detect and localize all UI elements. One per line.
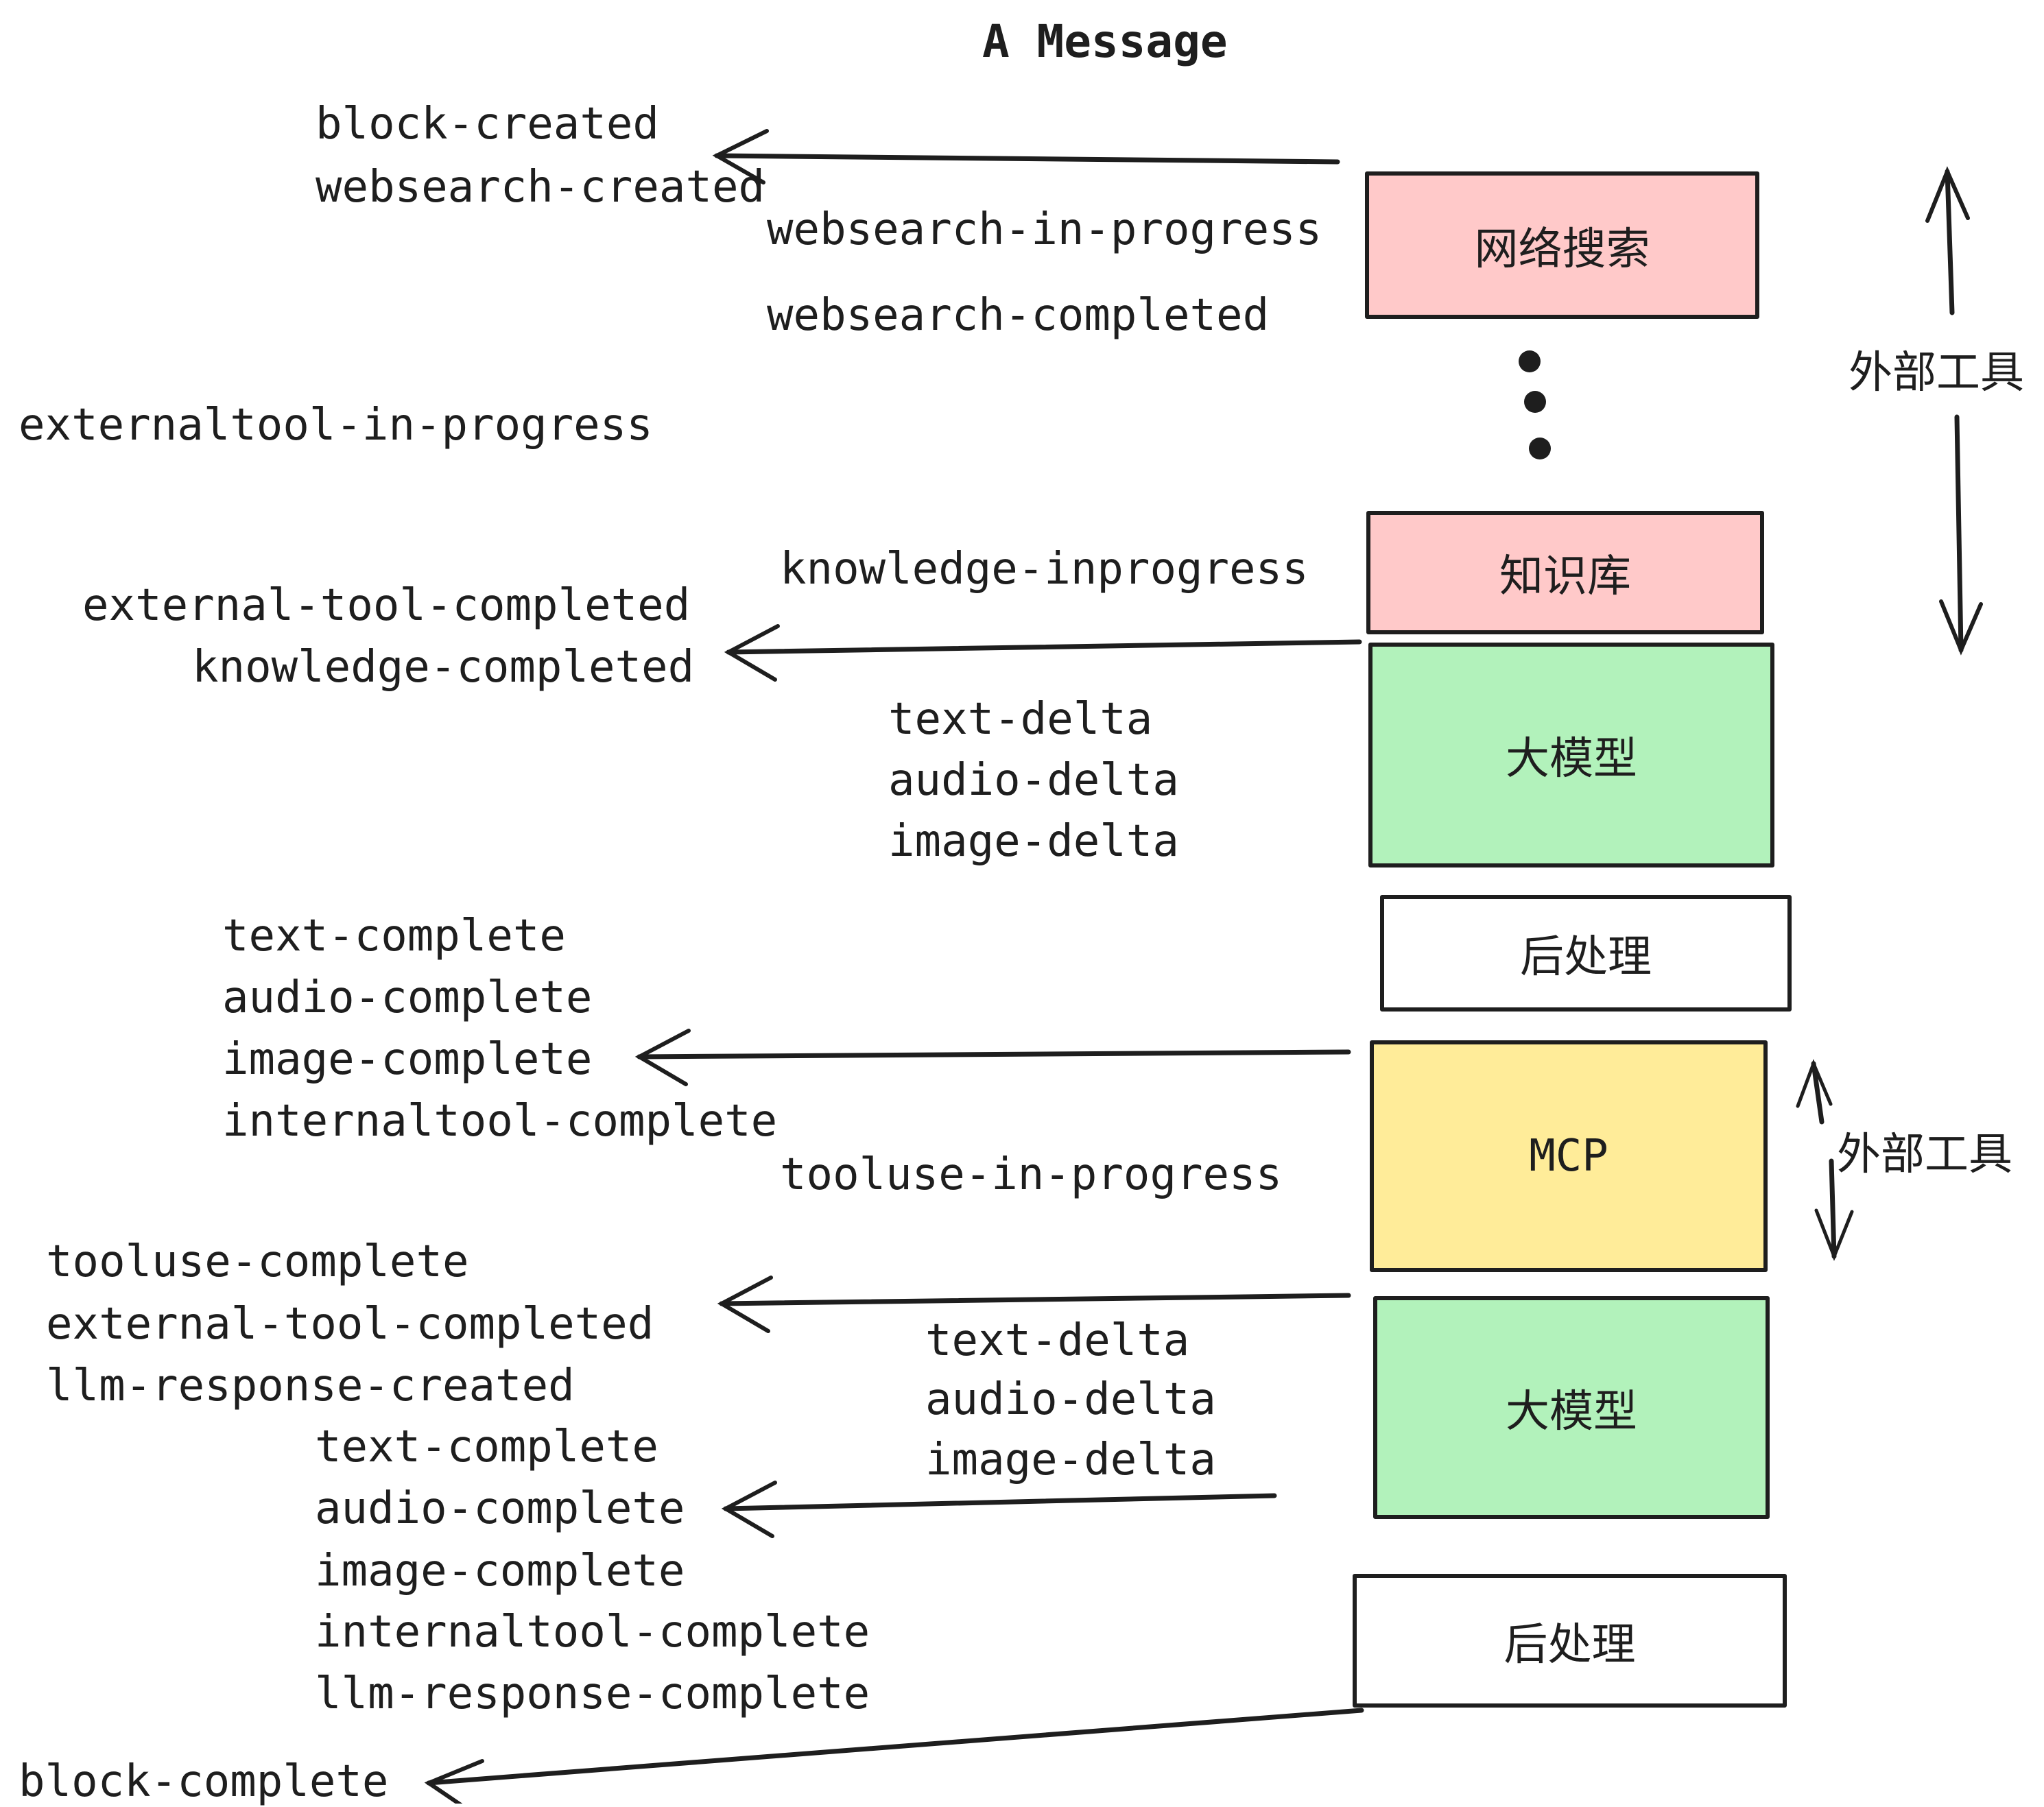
- box-llm-2-label: 大模型: [1506, 1386, 1637, 1437]
- box-mcp: MCP: [1370, 1040, 1768, 1272]
- external-tools-arrow-up-2: [1796, 1059, 1833, 1125]
- event-audio-delta-1: audio-delta: [888, 755, 1179, 806]
- event-knowledge-inprogress: knowledge-inprogress: [780, 544, 1309, 595]
- arrow-websearch-created: [712, 129, 1340, 184]
- event-audio-delta-2: audio-delta: [925, 1374, 1216, 1425]
- event-websearch-created: websearch-created: [316, 162, 765, 213]
- arrow-internal-complete-1: [634, 1029, 1351, 1086]
- box-postprocess-1-label: 后处理: [1520, 932, 1652, 983]
- external-tools-arrow-up-1: [1925, 166, 1970, 315]
- event-internaltool-complete-1: internaltool-complete: [222, 1096, 778, 1147]
- event-image-delta-2: image-delta: [925, 1435, 1216, 1485]
- box-postprocess-1: 后处理: [1380, 895, 1792, 1012]
- box-postprocess-2: 后处理: [1353, 1574, 1787, 1708]
- arrow-knowledge-completed: [724, 624, 1362, 682]
- event-text-complete-1: text-complete: [222, 911, 566, 961]
- arrow-internal-complete-2: [721, 1481, 1277, 1538]
- event-external-tool-completed-1: external-tool-completed: [82, 580, 691, 631]
- event-text-delta-2: text-delta: [925, 1315, 1190, 1366]
- event-websearch-in-progress: websearch-in-progress: [767, 204, 1322, 255]
- external-tools-label-mcp: 外部工具: [1837, 1129, 2012, 1180]
- external-tools-arrow-down-1: [1939, 414, 1983, 656]
- event-tooluse-complete: tooluse-complete: [46, 1236, 469, 1287]
- event-image-complete-1: image-complete: [222, 1034, 593, 1085]
- event-audio-complete-1: audio-complete: [222, 972, 593, 1023]
- event-tooluse-in-progress: tooluse-in-progress: [780, 1149, 1283, 1200]
- event-llm-response-created: llm-response-created: [46, 1361, 575, 1411]
- event-text-complete-2: text-complete: [315, 1422, 658, 1472]
- event-text-delta-1: text-delta: [888, 694, 1153, 745]
- box-mcp-label: MCP: [1529, 1131, 1608, 1182]
- external-tools-label-top: 外部工具: [1849, 348, 2024, 398]
- box-llm-1: 大模型: [1368, 643, 1774, 867]
- ellipsis-dots: [1519, 350, 1551, 459]
- event-knowledge-completed: knowledge-completed: [192, 642, 695, 693]
- box-websearch-label: 网络搜索: [1474, 224, 1650, 275]
- box-knowledge-label: 知识库: [1499, 551, 1631, 602]
- box-llm-1-label: 大模型: [1506, 734, 1637, 785]
- event-audio-complete-2: audio-complete: [315, 1483, 685, 1534]
- event-image-delta-1: image-delta: [888, 816, 1179, 867]
- event-websearch-completed: websearch-completed: [767, 290, 1270, 341]
- event-image-complete-2: image-complete: [315, 1546, 685, 1596]
- event-block-complete: block-complete: [19, 1756, 389, 1807]
- event-externaltool-in-progress: externaltool-in-progress: [19, 400, 653, 451]
- box-websearch: 网络搜索: [1365, 171, 1759, 319]
- event-llm-response-complete: llm-response-complete: [315, 1668, 870, 1719]
- diagram-title: A Message: [982, 15, 1228, 68]
- box-postprocess-2-label: 后处理: [1504, 1619, 1636, 1671]
- arrow-block-complete: [424, 1708, 1364, 1804]
- box-knowledge-base: 知识库: [1366, 511, 1764, 634]
- box-llm-2: 大模型: [1373, 1296, 1770, 1519]
- event-external-tool-completed-2: external-tool-completed: [46, 1299, 654, 1350]
- event-internaltool-complete-2: internaltool-complete: [315, 1607, 870, 1658]
- event-block-created: block-created: [316, 99, 659, 149]
